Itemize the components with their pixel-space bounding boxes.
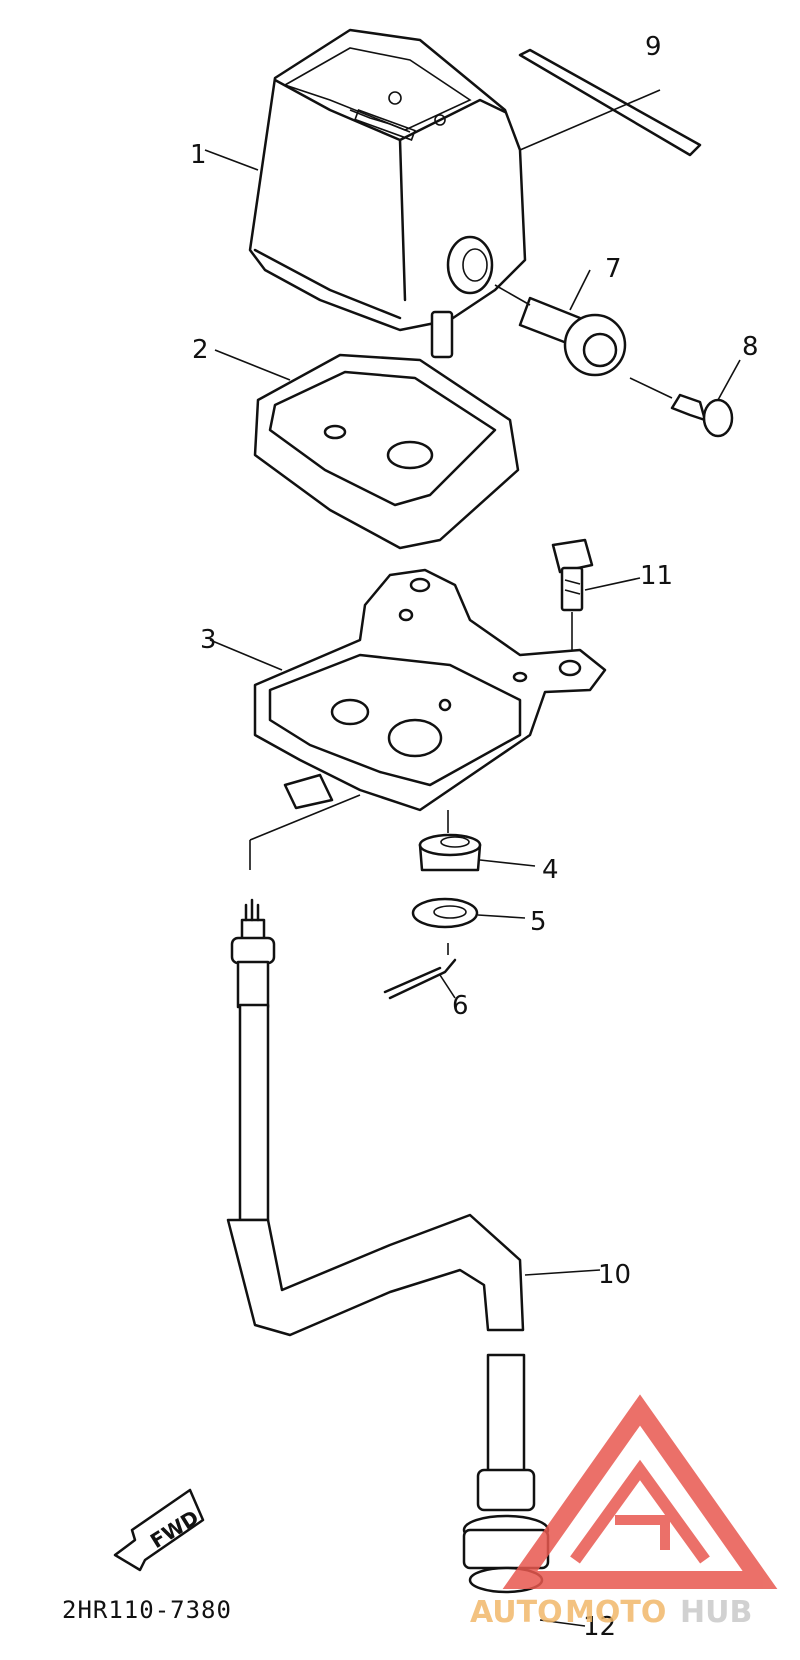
callout-1: 1 xyxy=(190,140,207,170)
callout-5: 5 xyxy=(530,907,547,937)
callout-2: 2 xyxy=(192,335,209,365)
callout-4: 4 xyxy=(542,855,559,885)
watermark-auto: AUTO xyxy=(470,1595,563,1630)
part-3-bracket xyxy=(209,568,607,870)
part-4-grommet xyxy=(418,810,536,872)
part-6-cotter-pin xyxy=(383,943,457,1000)
part-7-gear xyxy=(494,269,627,377)
part-5-washer xyxy=(411,897,526,929)
callout-8: 8 xyxy=(742,332,759,362)
callout-9: 9 xyxy=(645,32,662,62)
part-8-screw xyxy=(629,359,741,438)
callout-10: 10 xyxy=(598,1260,631,1290)
callout-12: 12 xyxy=(583,1612,616,1642)
watermark-moto: MOTO xyxy=(565,1595,666,1630)
part-1-speedometer xyxy=(204,28,661,359)
part-10-cable xyxy=(226,898,601,1627)
part-code: 2HR110-7380 xyxy=(62,1596,232,1624)
callout-11: 11 xyxy=(640,561,673,591)
callout-6: 6 xyxy=(452,991,469,1021)
part-11-bolt xyxy=(551,538,641,655)
part-2-cushion xyxy=(214,349,520,550)
part-9-strip xyxy=(518,48,702,157)
watermark-hub: HUB xyxy=(680,1595,752,1630)
callout-7: 7 xyxy=(605,254,622,284)
fwd-arrow: FWD xyxy=(113,1488,205,1572)
automotohub-watermark-logo: AUTO MOTO HUB xyxy=(470,1394,778,1630)
callout-3: 3 xyxy=(200,625,217,655)
